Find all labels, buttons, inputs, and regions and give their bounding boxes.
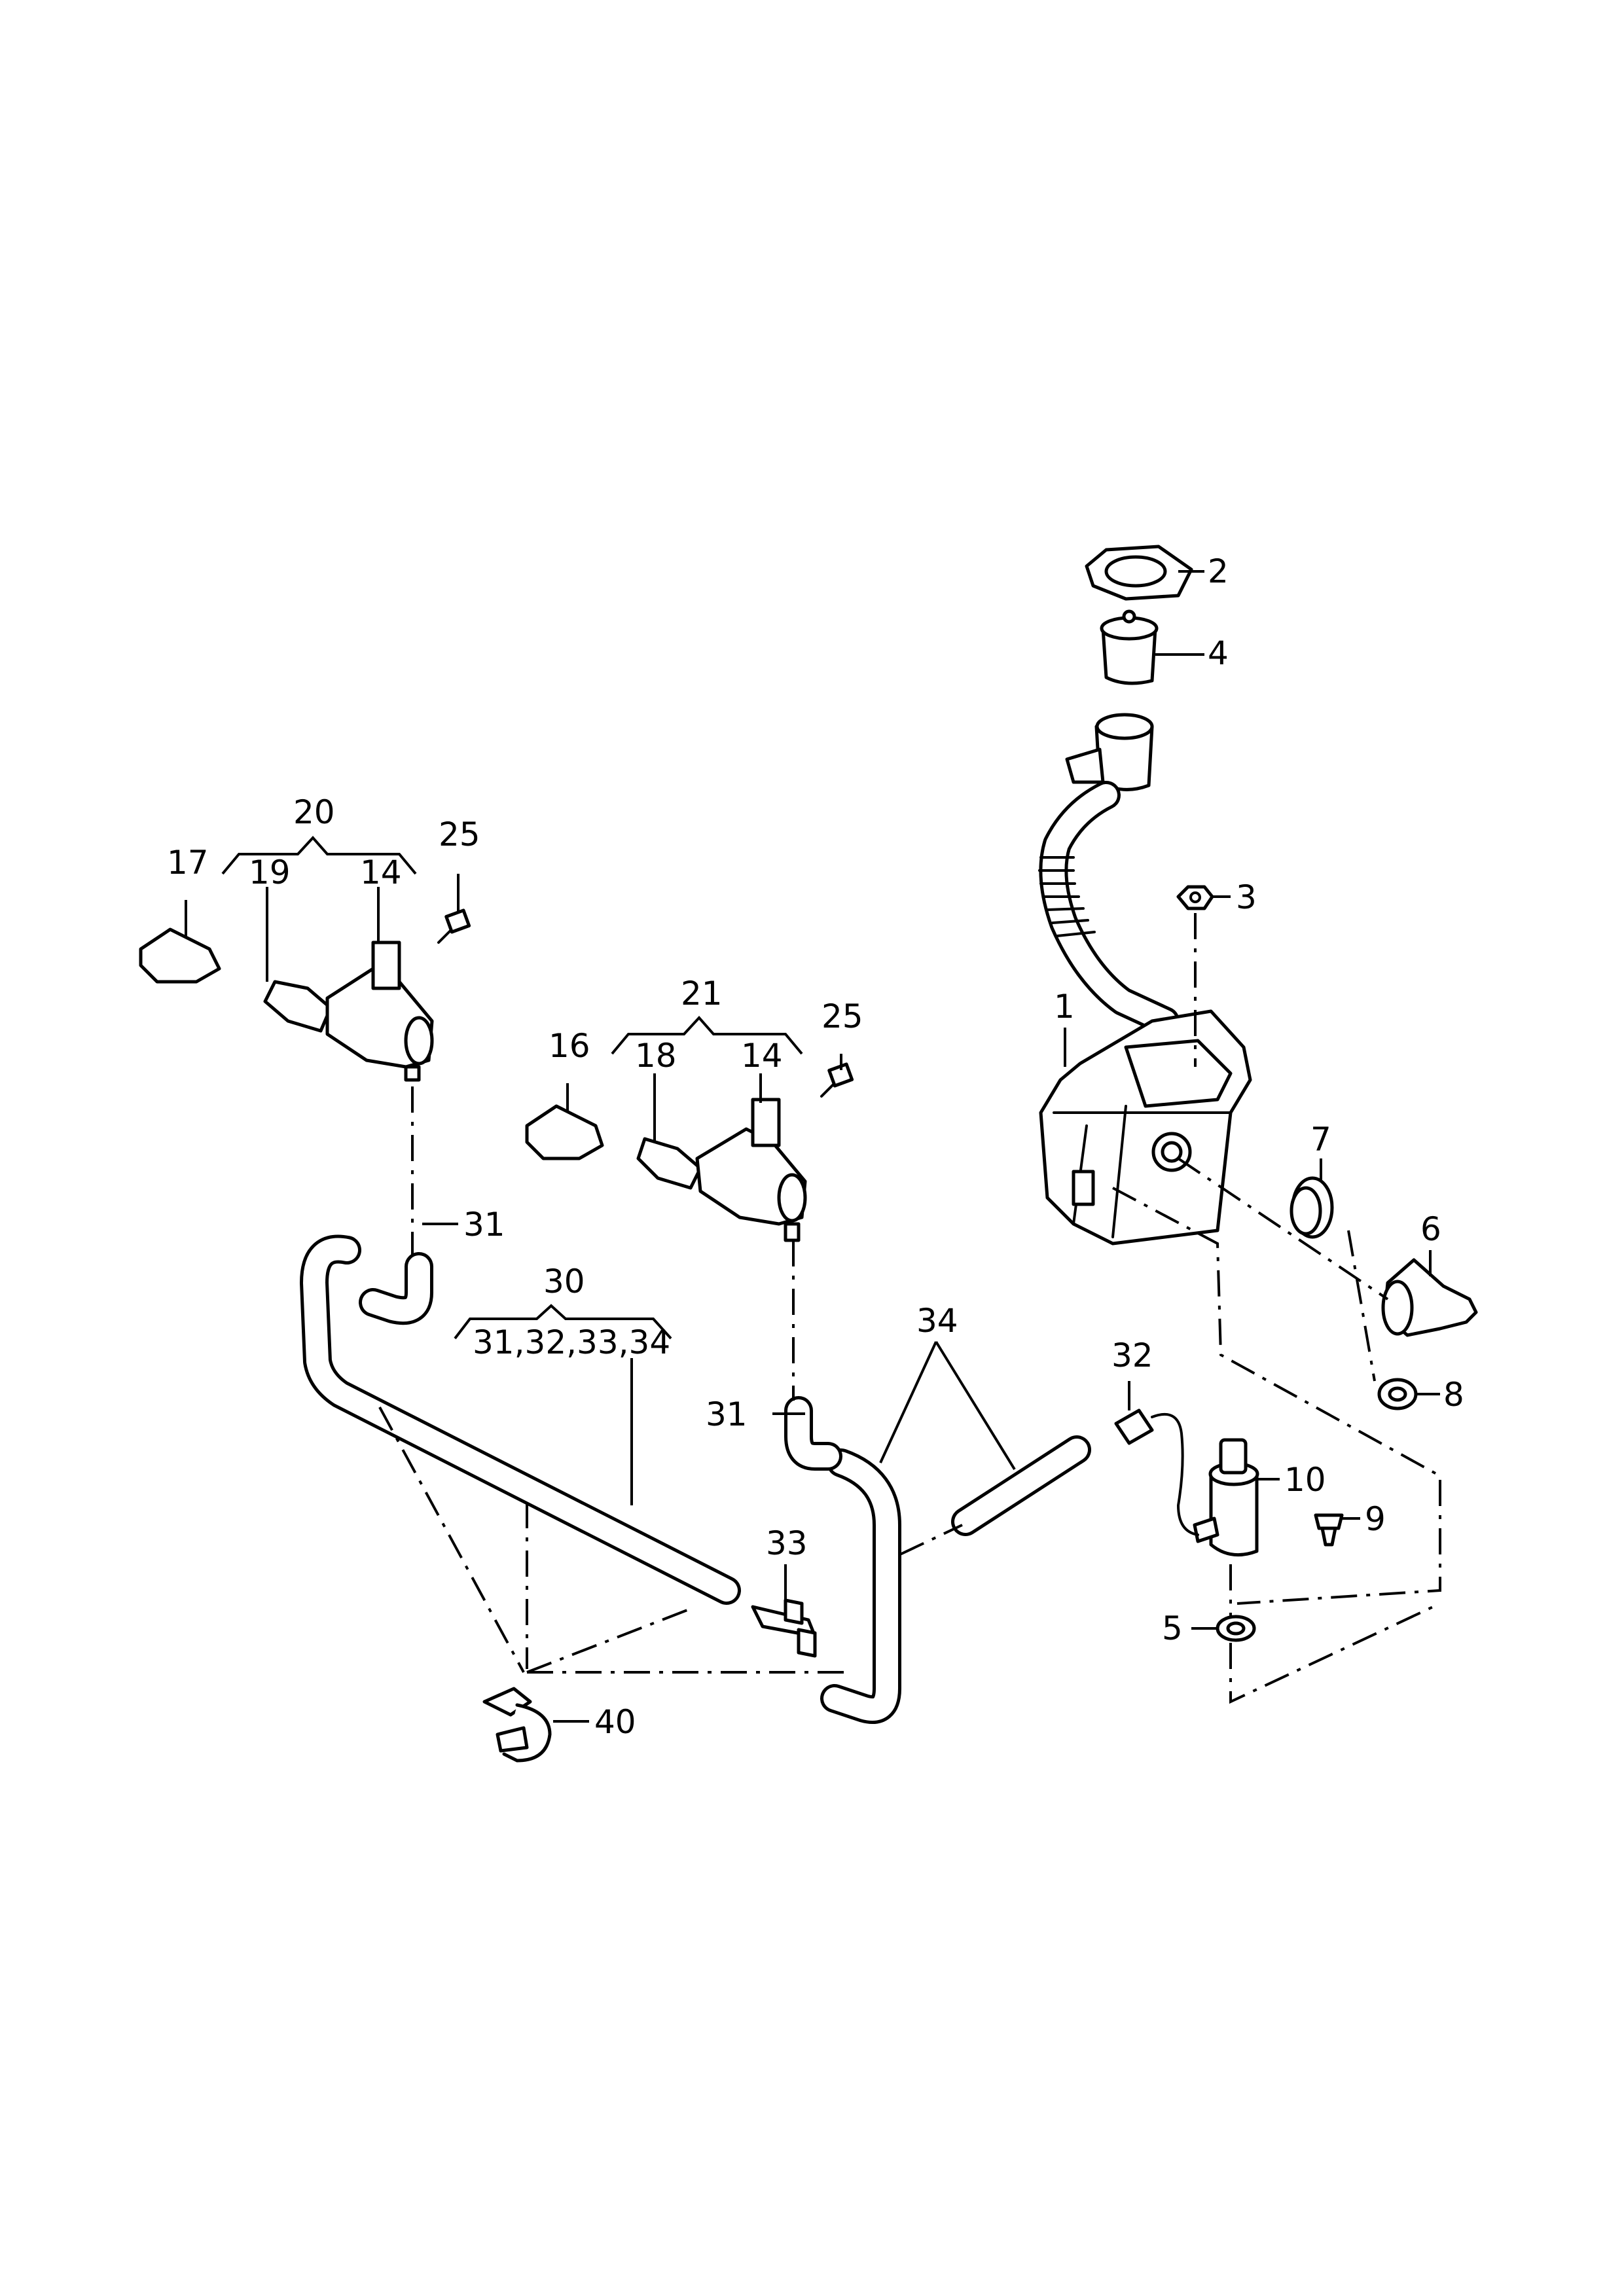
hose-main [300,1234,741,1605]
label-8: 8 [1443,1376,1464,1414]
grommet [1290,1176,1334,1239]
label-3: 3 [1236,878,1257,916]
elbow-right [784,1396,842,1471]
label-34: 34 [916,1302,958,1340]
label-20: 20 [293,793,335,831]
leaders [185,570,1440,1723]
label-18: 18 [635,1037,677,1075]
filler-cap [1085,545,1193,601]
dash-reservoir-sensor [1177,1157,1389,1300]
label-40: 40 [594,1703,636,1741]
dash-grommet-bottom [1229,1602,1441,1704]
label-1: 1 [1054,988,1075,1026]
label-6: 6 [1420,1210,1441,1248]
washer-reservoir [1039,1009,1252,1246]
label-2: 2 [1208,552,1229,590]
plug [1314,1513,1344,1547]
screw-right [820,1062,854,1098]
label-7: 7 [1310,1121,1331,1158]
filler-neck [1038,713,1180,1035]
level-sensor [1381,1258,1478,1337]
label-30: 30 [543,1263,585,1300]
hose-connector [1114,1408,1199,1536]
hose-short [951,1435,1091,1536]
pump-grommet [1216,1615,1256,1642]
washer-pump [1193,1438,1259,1557]
label-31b: 31 [706,1395,748,1433]
label-19: 19 [249,853,291,891]
cover-cap-right [525,1104,604,1160]
label-14a: 14 [360,853,402,891]
label-14b: 14 [741,1037,783,1075]
dash-grommet-washer [1347,1230,1376,1382]
elbow-left [359,1252,433,1325]
screw-left [437,908,471,944]
label-25b: 25 [821,997,863,1035]
hose-right [820,1448,901,1724]
dash-hoses-clip-a [378,1407,525,1673]
cover-cap-left [139,927,221,984]
label-10: 10 [1284,1461,1326,1499]
label-21: 21 [681,975,723,1013]
label-4: 4 [1208,634,1229,672]
nozzle-right [636,1098,807,1242]
dash-hoses-clip-c [526,1609,688,1674]
dash-tconn-short [899,1524,963,1556]
seal-washer [1377,1378,1418,1410]
label-25a: 25 [439,816,480,853]
dash-reservoir-pump [1112,1187,1441,1605]
label-9: 9 [1365,1500,1386,1538]
part-labels: 1 2 3 4 5 6 7 8 9 10 14 14 16 17 18 19 2… [167,552,1464,1741]
t-connector [751,1598,817,1658]
nozzle-left [263,941,434,1082]
label-31a: 31 [463,1206,505,1244]
label-5: 5 [1162,1609,1183,1647]
label-33: 33 [766,1524,808,1562]
label-17: 17 [167,844,209,882]
label-32: 32 [1111,1336,1153,1374]
strainer [1100,609,1159,685]
hose-clip [482,1687,552,1763]
label-30-set: 31,32,33,34 [473,1323,670,1361]
hex-nut [1176,885,1214,910]
label-16: 16 [549,1027,590,1065]
